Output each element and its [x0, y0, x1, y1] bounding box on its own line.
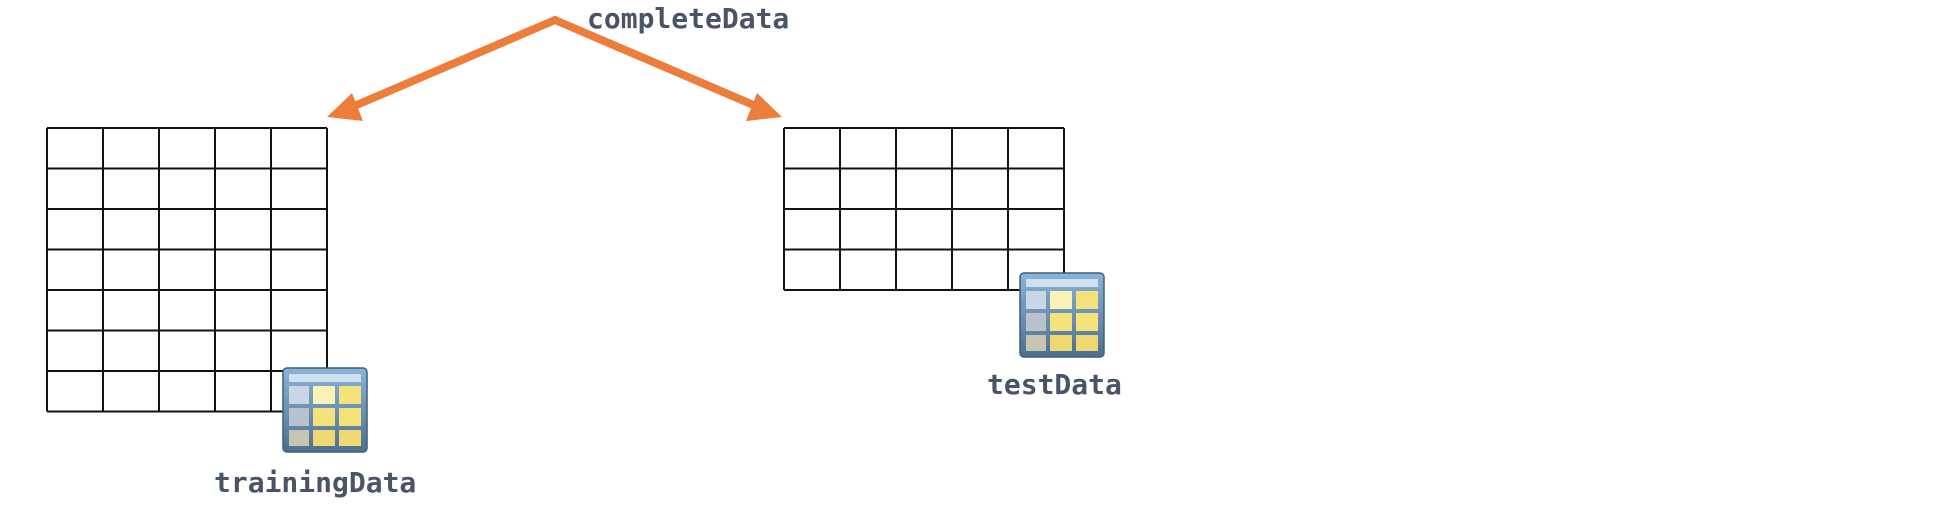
split-arrows — [327, 16, 782, 121]
training-table-grid — [46, 127, 328, 413]
table-icon — [1019, 272, 1105, 358]
test-label: testData — [987, 368, 1122, 401]
arrow-to-test — [551, 16, 769, 114]
arrowhead-training — [327, 93, 363, 121]
arrowhead-test — [746, 93, 782, 121]
arrow-to-training — [341, 16, 559, 114]
source-label: completeData — [587, 2, 789, 35]
training-label: trainingData — [214, 466, 416, 499]
table-icon — [282, 367, 368, 453]
test-table-grid — [783, 127, 1065, 291]
